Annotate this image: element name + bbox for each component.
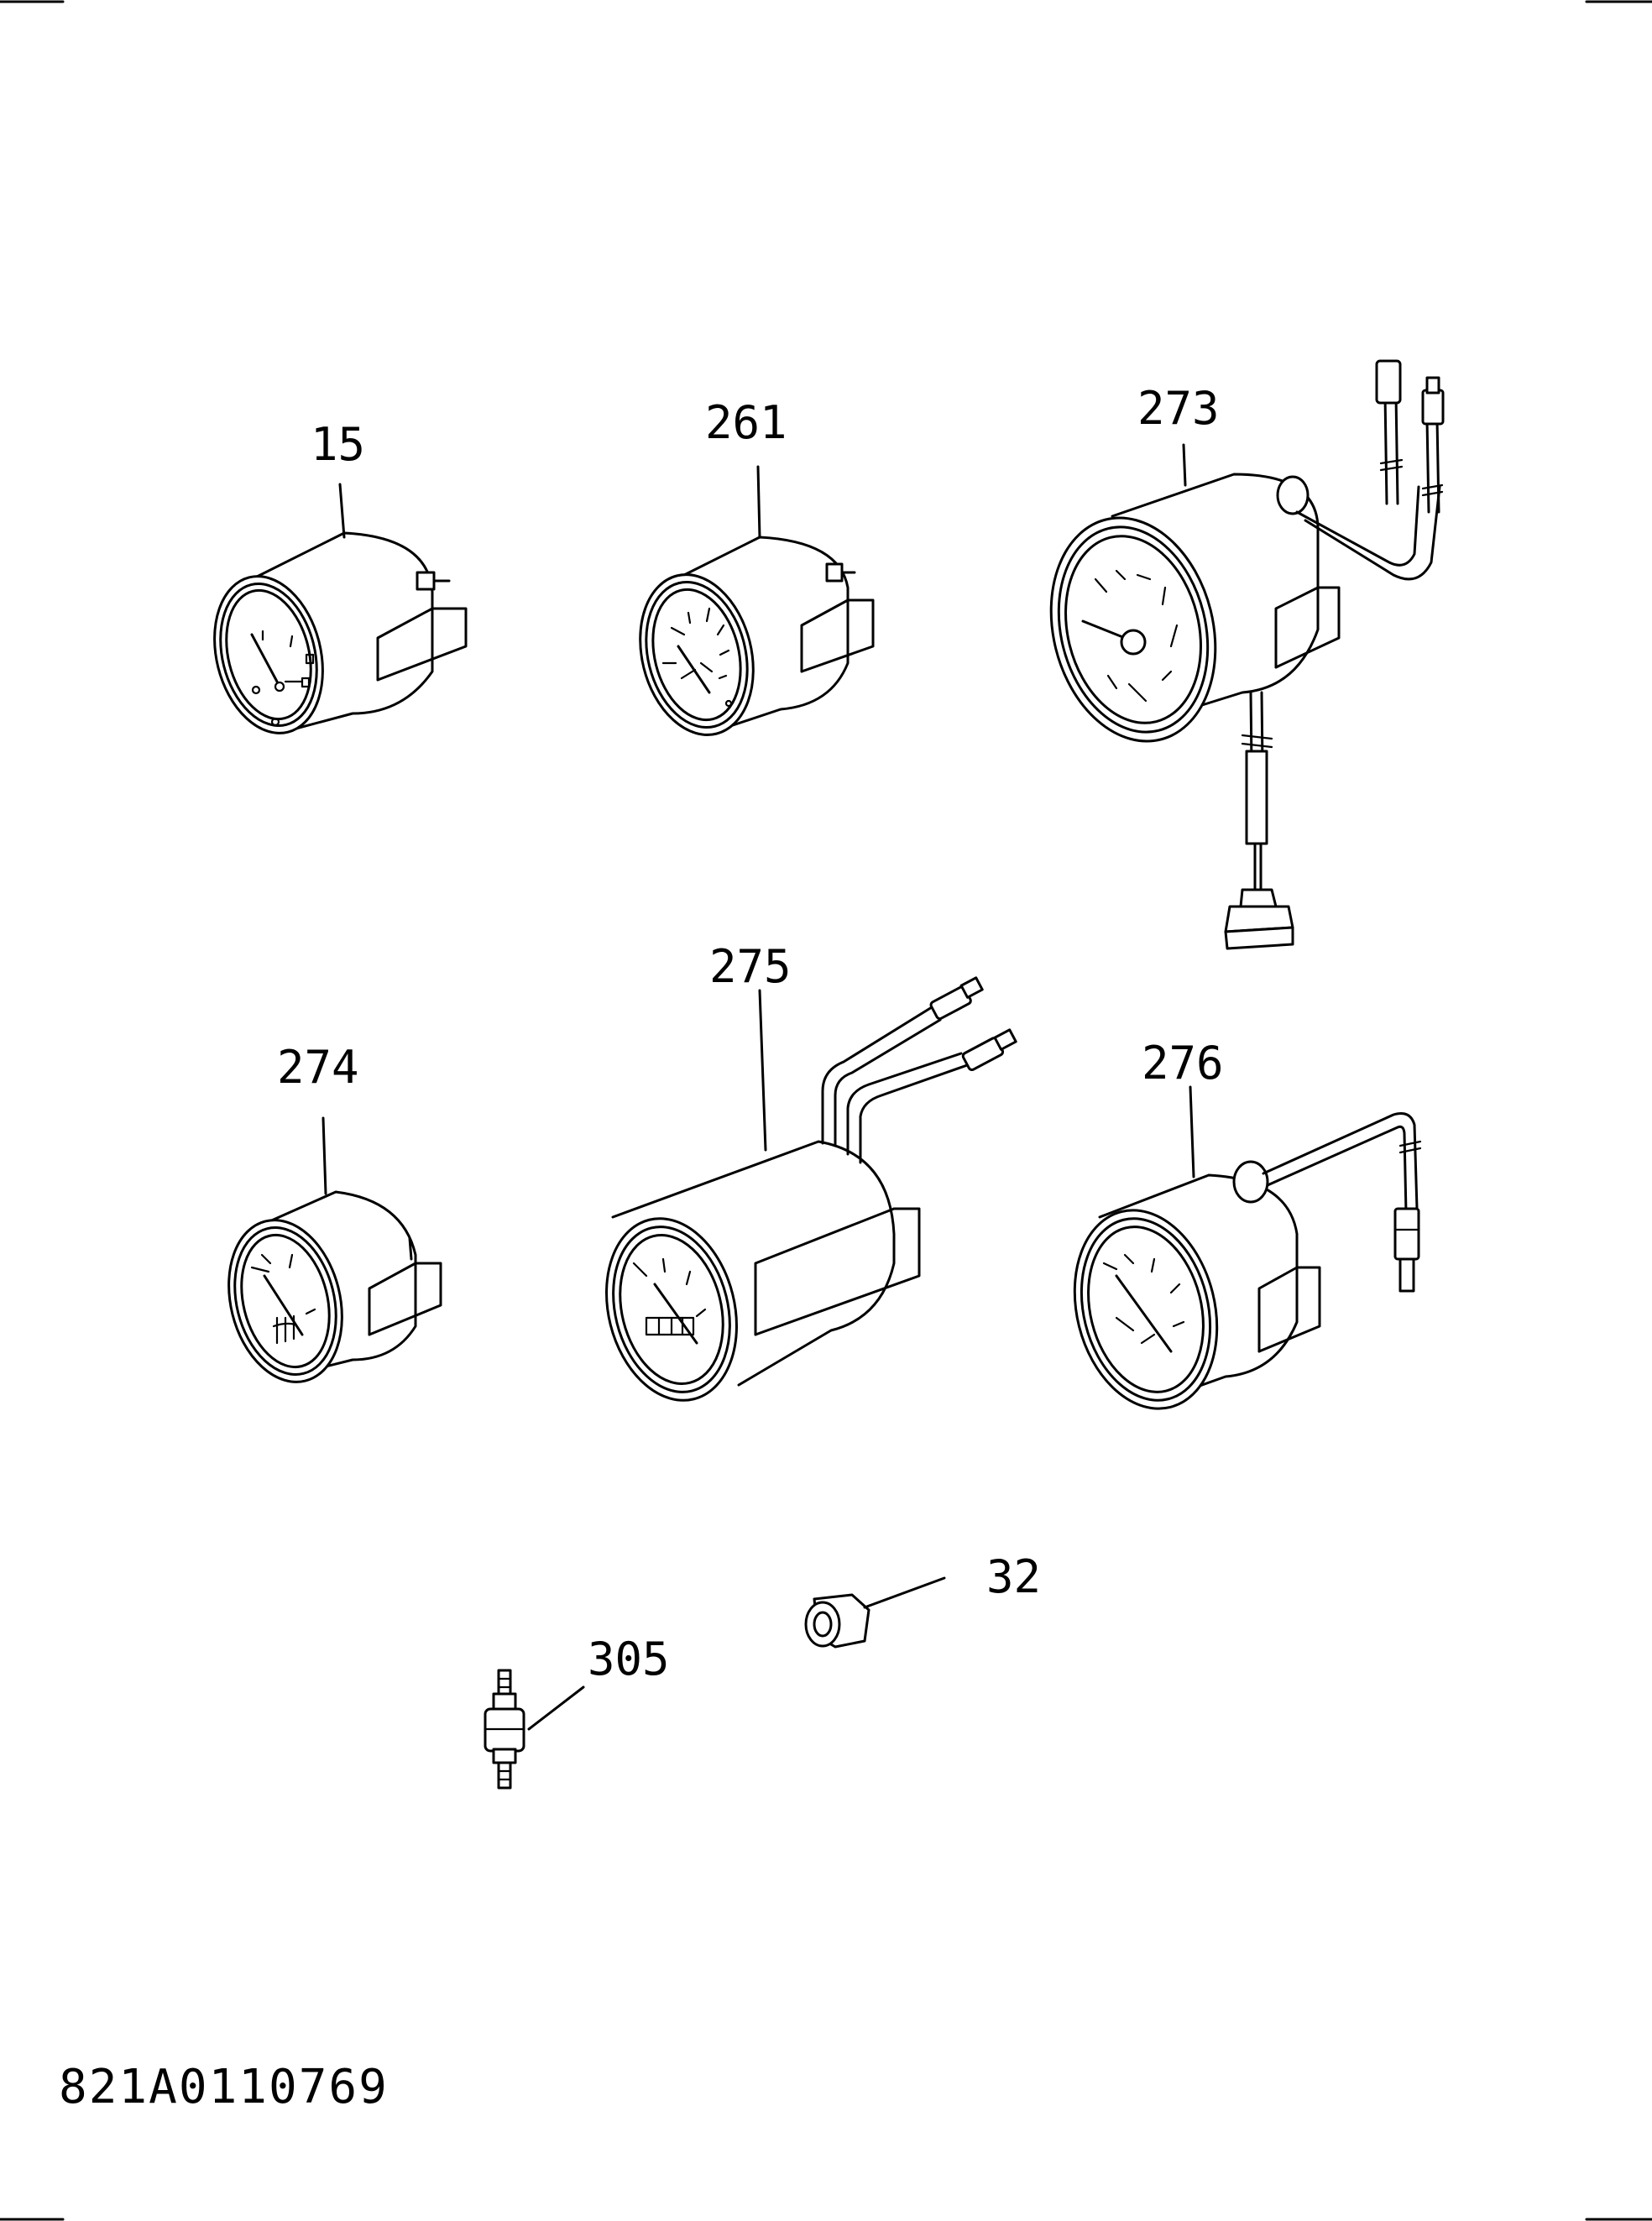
- gauge-273: [1049, 359, 1445, 950]
- callout-273: 273: [1137, 382, 1220, 435]
- callout-274: 274: [277, 1041, 359, 1094]
- callout-15: 15: [311, 418, 365, 471]
- document-number: 821A0110769: [59, 2060, 389, 2114]
- nut-32: [804, 1576, 946, 1649]
- callout-261: 261: [705, 396, 787, 449]
- gauge-261: [639, 465, 875, 736]
- gauge-15: [213, 483, 468, 734]
- callout-305: 305: [588, 1633, 670, 1685]
- gauge-274: [227, 1116, 442, 1383]
- gauge-275: [605, 976, 1017, 1402]
- callout-32: 32: [986, 1550, 1041, 1603]
- gauge-276: [1073, 1085, 1422, 1410]
- callout-276: 276: [1142, 1037, 1224, 1090]
- callout-275: 275: [709, 940, 792, 993]
- fitting-305: [484, 1669, 585, 1790]
